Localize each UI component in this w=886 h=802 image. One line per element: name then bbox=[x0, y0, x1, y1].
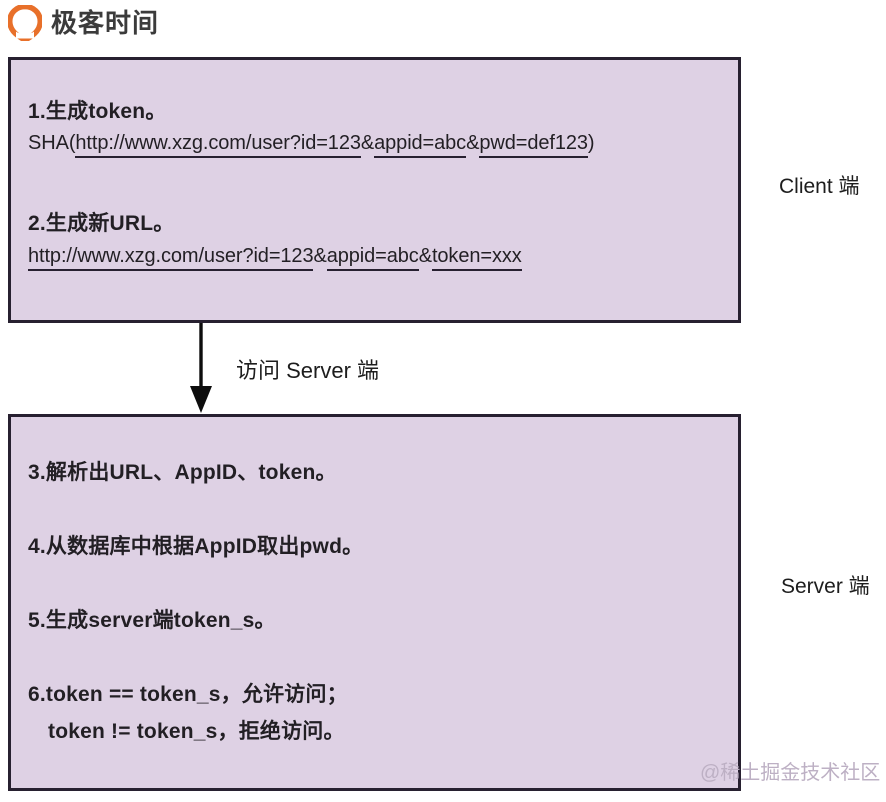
sha-appid-segment: appid=abc bbox=[374, 132, 466, 158]
arrow-down-icon bbox=[183, 323, 219, 415]
newurl-appid-segment: appid=abc bbox=[326, 245, 419, 271]
server-step-3: 3.解析出URL、AppID、token。 bbox=[28, 461, 337, 484]
client-side-label: Client 端 bbox=[779, 175, 860, 198]
client-step-1-title: 1.生成token。 bbox=[28, 100, 167, 123]
client-process-box bbox=[8, 57, 741, 323]
sha-amp-1: & bbox=[360, 132, 375, 154]
client-step-2-detail: http://www.xzg.com/user?id=123&appid=abc… bbox=[28, 245, 522, 271]
newurl-amp-1: & bbox=[313, 245, 327, 267]
geekbang-balloon-logo-icon bbox=[7, 3, 43, 44]
server-step-4: 4.从数据库中根据AppID取出pwd。 bbox=[28, 535, 364, 558]
server-side-label: Server 端 bbox=[781, 575, 870, 598]
server-step-6-line-2: token != token_s，拒绝访问。 bbox=[48, 720, 345, 743]
brand-name: 极客时间 bbox=[51, 8, 160, 38]
server-process-box bbox=[8, 414, 741, 791]
newurl-token-segment: token=xxx bbox=[431, 245, 522, 271]
client-step-2-title: 2.生成新URL。 bbox=[28, 212, 175, 235]
sha-pwd-segment: pwd=def123 bbox=[479, 132, 588, 158]
server-step-6-line-1: 6.token == token_s，允许访问； bbox=[28, 683, 348, 706]
newurl-amp-2: & bbox=[418, 245, 432, 267]
sha-amp-2: & bbox=[466, 132, 480, 154]
sha-prefix-text: SHA( bbox=[28, 132, 76, 154]
sha-suffix-text: ) bbox=[587, 132, 595, 154]
sha-url-segment: http://www.xzg.com/user?id=123 bbox=[75, 132, 361, 158]
newurl-url-segment: http://www.xzg.com/user?id=123 bbox=[28, 245, 314, 271]
server-step-5: 5.生成server端token_s。 bbox=[28, 609, 276, 632]
brand-header: 极客时间 bbox=[7, 2, 160, 44]
client-step-1-detail: SHA(http://www.xzg.com/user?id=123&appid… bbox=[28, 132, 595, 158]
connector-label: 访问 Server 端 bbox=[236, 358, 380, 383]
